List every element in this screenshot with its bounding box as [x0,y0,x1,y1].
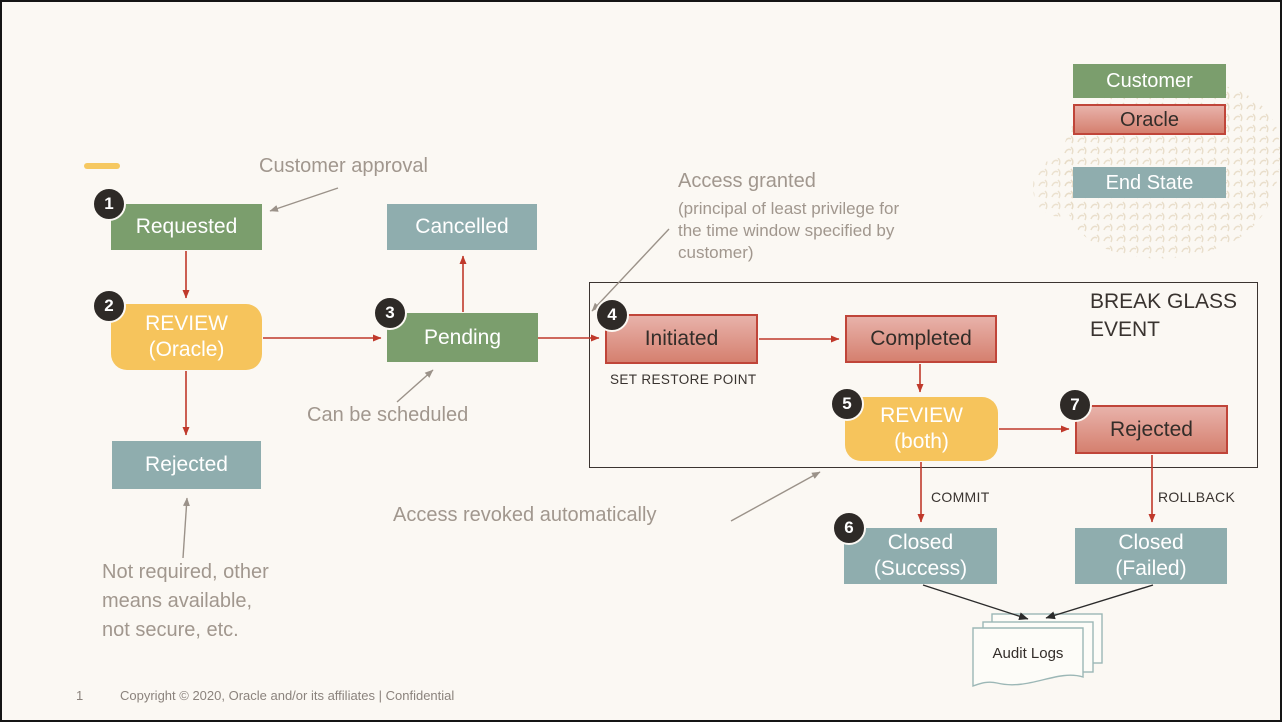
copyright-text: Copyright © 2020, Oracle and/or its affi… [120,688,455,703]
annotation-not-required: Not required, other means available, not… [102,561,269,641]
step-badge-4: 4 [595,298,629,332]
label-commit: COMMIT [931,489,990,505]
legend-end-state-label: End State [1105,171,1194,194]
arrow-customer-approval-callout [269,187,339,212]
node-rejected-customer-label: Rejected [145,453,228,476]
node-review-oracle-label: REVIEW (Oracle) [145,312,228,361]
annotation-access-granted-title: Access granted [678,170,816,192]
label-set-restore-point: SET RESTORE POINT [610,372,757,387]
step-badge-7: 7 [1058,388,1092,422]
accent-dash [84,163,120,169]
annotation-can-be-scheduled: Can be scheduled [307,404,469,426]
label-rollback: ROLLBACK [1158,489,1236,505]
step-badge-3: 3 [373,296,407,330]
audit-logs-label: Audit Logs [992,644,1064,662]
node-completed-label: Completed [870,327,972,350]
node-closed-success: Closed (Success) [844,528,997,584]
arrow-can-be-scheduled-callout [396,369,434,403]
legend-customer: Customer [1073,64,1226,98]
annotation-customer-approval: Customer approval [259,155,428,177]
node-closed-failed-label: Closed (Failed) [1115,531,1187,580]
legend-oracle-label: Oracle [1120,108,1179,131]
step-badge-5: 5 [830,387,864,421]
node-rejected-review-label: Rejected [1110,417,1193,441]
node-review-both-label: REVIEW (both) [880,404,963,453]
legend-end-state: End State [1073,167,1226,198]
node-rejected-customer: Rejected [112,441,261,489]
node-cancelled: Cancelled [387,204,537,250]
node-closed-failed: Closed (Failed) [1075,528,1227,584]
node-review-both: REVIEW (both) [845,397,998,461]
annotation-access-granted-detail: (principal of least privilege for the ti… [678,199,900,262]
node-closed-success-label: Closed (Success) [873,531,968,580]
page-number: 1 [76,688,84,703]
node-requested: Requested [111,204,262,250]
node-review-oracle: REVIEW (Oracle) [111,304,262,370]
step-badge-2: 2 [92,289,126,323]
node-rejected-review: Rejected [1075,405,1228,454]
legend-oracle: Oracle [1073,104,1226,135]
node-initiated: Initiated [605,314,758,364]
node-cancelled-label: Cancelled [415,215,509,238]
node-completed: Completed [845,315,997,363]
break-glass-event-title: BREAK GLASS EVENT [1090,290,1238,341]
node-pending-label: Pending [423,325,502,349]
arrow-closed-failed-to-audit-logs [1045,584,1154,620]
arrow-access-revoked-callout [730,471,821,522]
arrow-closed-success-to-audit-logs [922,584,1029,621]
node-initiated-label: Initiated [644,327,719,350]
node-pending: Pending [387,313,538,362]
node-requested-label: Requested [135,215,238,238]
annotation-access-revoked: Access revoked automatically [393,504,657,526]
break-glass-event-group [589,282,1258,468]
step-badge-1: 1 [92,187,126,221]
step-badge-6: 6 [832,511,866,545]
legend-customer-label: Customer [1106,70,1193,92]
arrow-not-required-callout [182,497,190,559]
